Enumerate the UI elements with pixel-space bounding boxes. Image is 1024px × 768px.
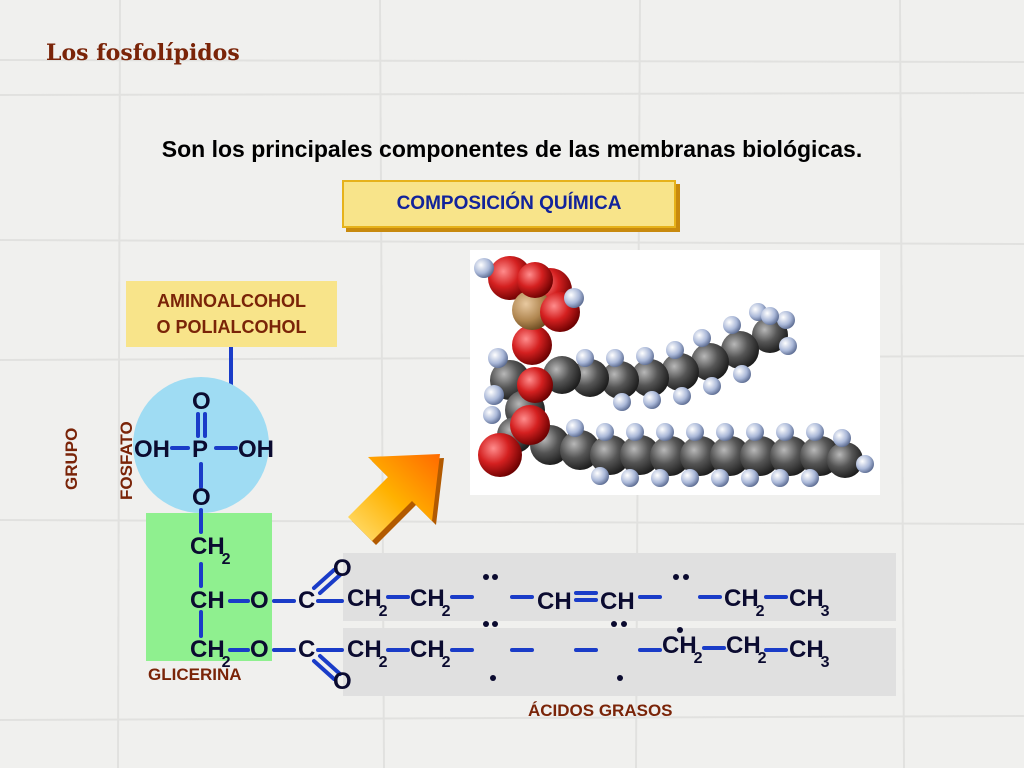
top-chain-ch2-1-text: CH — [347, 585, 382, 612]
top-chain-ch3: CH3 — [789, 585, 830, 620]
grupo-fosfato-label-1: GRUPO — [62, 427, 81, 490]
subtitle: Son los principales componentes de las m… — [161, 136, 863, 162]
glycerol-ch-top-text: CH — [190, 533, 225, 560]
top-chain-ch3-sub: 3 — [820, 603, 830, 620]
top-chain-ch2-1: CH2 — [347, 585, 388, 620]
glycerol-ch-mid: CH — [190, 587, 225, 614]
top-chain-o-dbl: O — [333, 555, 352, 582]
composition-button-label: COMPOSICIÓN QUÍMICA — [396, 193, 622, 214]
bottom-chain-ch2-3-sub: 2 — [693, 650, 703, 667]
bottom-chain-ch2-2-sub: 2 — [441, 654, 451, 671]
glycerol-sub-top: 2 — [221, 551, 231, 568]
phospholipid-3d-model — [470, 250, 880, 495]
composition-button[interactable]: COMPOSICIÓN QUÍMICA — [342, 180, 676, 228]
glycerol-box — [146, 513, 272, 661]
aminoalcohol-line2: O POLIALCOHOL — [156, 317, 307, 337]
bottom-chain-ch2-1-text: CH — [347, 636, 382, 663]
arrow-icon — [348, 454, 444, 545]
glicerina-label: GLICERINA — [148, 665, 242, 684]
top-chain-o-link: O — [250, 587, 269, 614]
top-chain-ch3-text: CH — [789, 585, 824, 612]
phosphate-circle — [133, 377, 269, 513]
acidos-grasos-label: ÁCIDOS GRASOS — [528, 701, 673, 720]
phosphate-o-bottom: O — [192, 484, 211, 511]
phosphate-o-top: O — [192, 388, 211, 415]
lower-tail — [530, 419, 874, 487]
bottom-chain-o-dbl: O — [333, 668, 352, 695]
phosphate-oh-right: OH — [238, 436, 274, 463]
glycerol-ch-bottom-text: CH — [190, 636, 225, 663]
fatty-acid-box-top — [343, 553, 896, 621]
fatty-acid-box-bottom — [343, 628, 896, 696]
top-chain-ch2-1-sub: 2 — [378, 603, 388, 620]
bottom-chain-ch2-3: CH2 — [662, 632, 703, 667]
bottom-chain-ch2-4: CH2 — [726, 632, 767, 667]
top-chain-c: C — [298, 587, 316, 614]
top-chain-ch2-3-text: CH — [724, 585, 759, 612]
phosphate-oh-left: OH — [134, 436, 170, 463]
glycerol-sub-bottom: 2 — [221, 654, 231, 671]
bottom-chain-ch2-1: CH2 — [347, 636, 388, 671]
phosphate-p: P — [192, 436, 209, 463]
glycerol-ch2-bottom: CH2 — [190, 636, 231, 671]
bottom-chain-ch2-4-text: CH — [726, 632, 761, 659]
top-chain-ch2-2-sub: 2 — [441, 603, 451, 620]
bottom-chain-ch2-4-sub: 2 — [757, 650, 767, 667]
bottom-chain-ch3-text: CH — [789, 636, 824, 663]
aminoalcohol-box: AMINOALCOHOL O POLIALCOHOL — [126, 281, 337, 347]
bottom-chain-c: C — [298, 636, 316, 663]
bottom-chain-ch2-2-text: CH — [410, 636, 445, 663]
page-title: Los fosfolípidos — [46, 40, 240, 66]
top-chain-ch2-2: CH2 — [410, 585, 451, 620]
bottom-chain-ch2-3-text: CH — [662, 632, 697, 659]
bottom-chain-o-link: O — [250, 636, 269, 663]
bottom-chain-ch3: CH3 — [789, 636, 830, 671]
top-chain-ch2-2-text: CH — [410, 585, 445, 612]
bottom-chain-ch2-1-sub: 2 — [378, 654, 388, 671]
head-group — [474, 256, 584, 477]
top-chain-ch-2: CH — [600, 588, 635, 615]
bottom-chain-ch2-2: CH2 — [410, 636, 451, 671]
aminoalcohol-line1: AMINOALCOHOL — [157, 291, 306, 311]
upper-tail — [543, 303, 797, 411]
top-chain-ch2-3-sub: 2 — [755, 603, 765, 620]
glycerol-ch2-top: CH2 — [190, 533, 231, 568]
top-chain-ch-1: CH — [537, 588, 572, 615]
top-chain-ch2-3: CH2 — [724, 585, 765, 620]
chain-dots — [483, 574, 689, 681]
bottom-chain-ch3-sub: 3 — [820, 654, 830, 671]
